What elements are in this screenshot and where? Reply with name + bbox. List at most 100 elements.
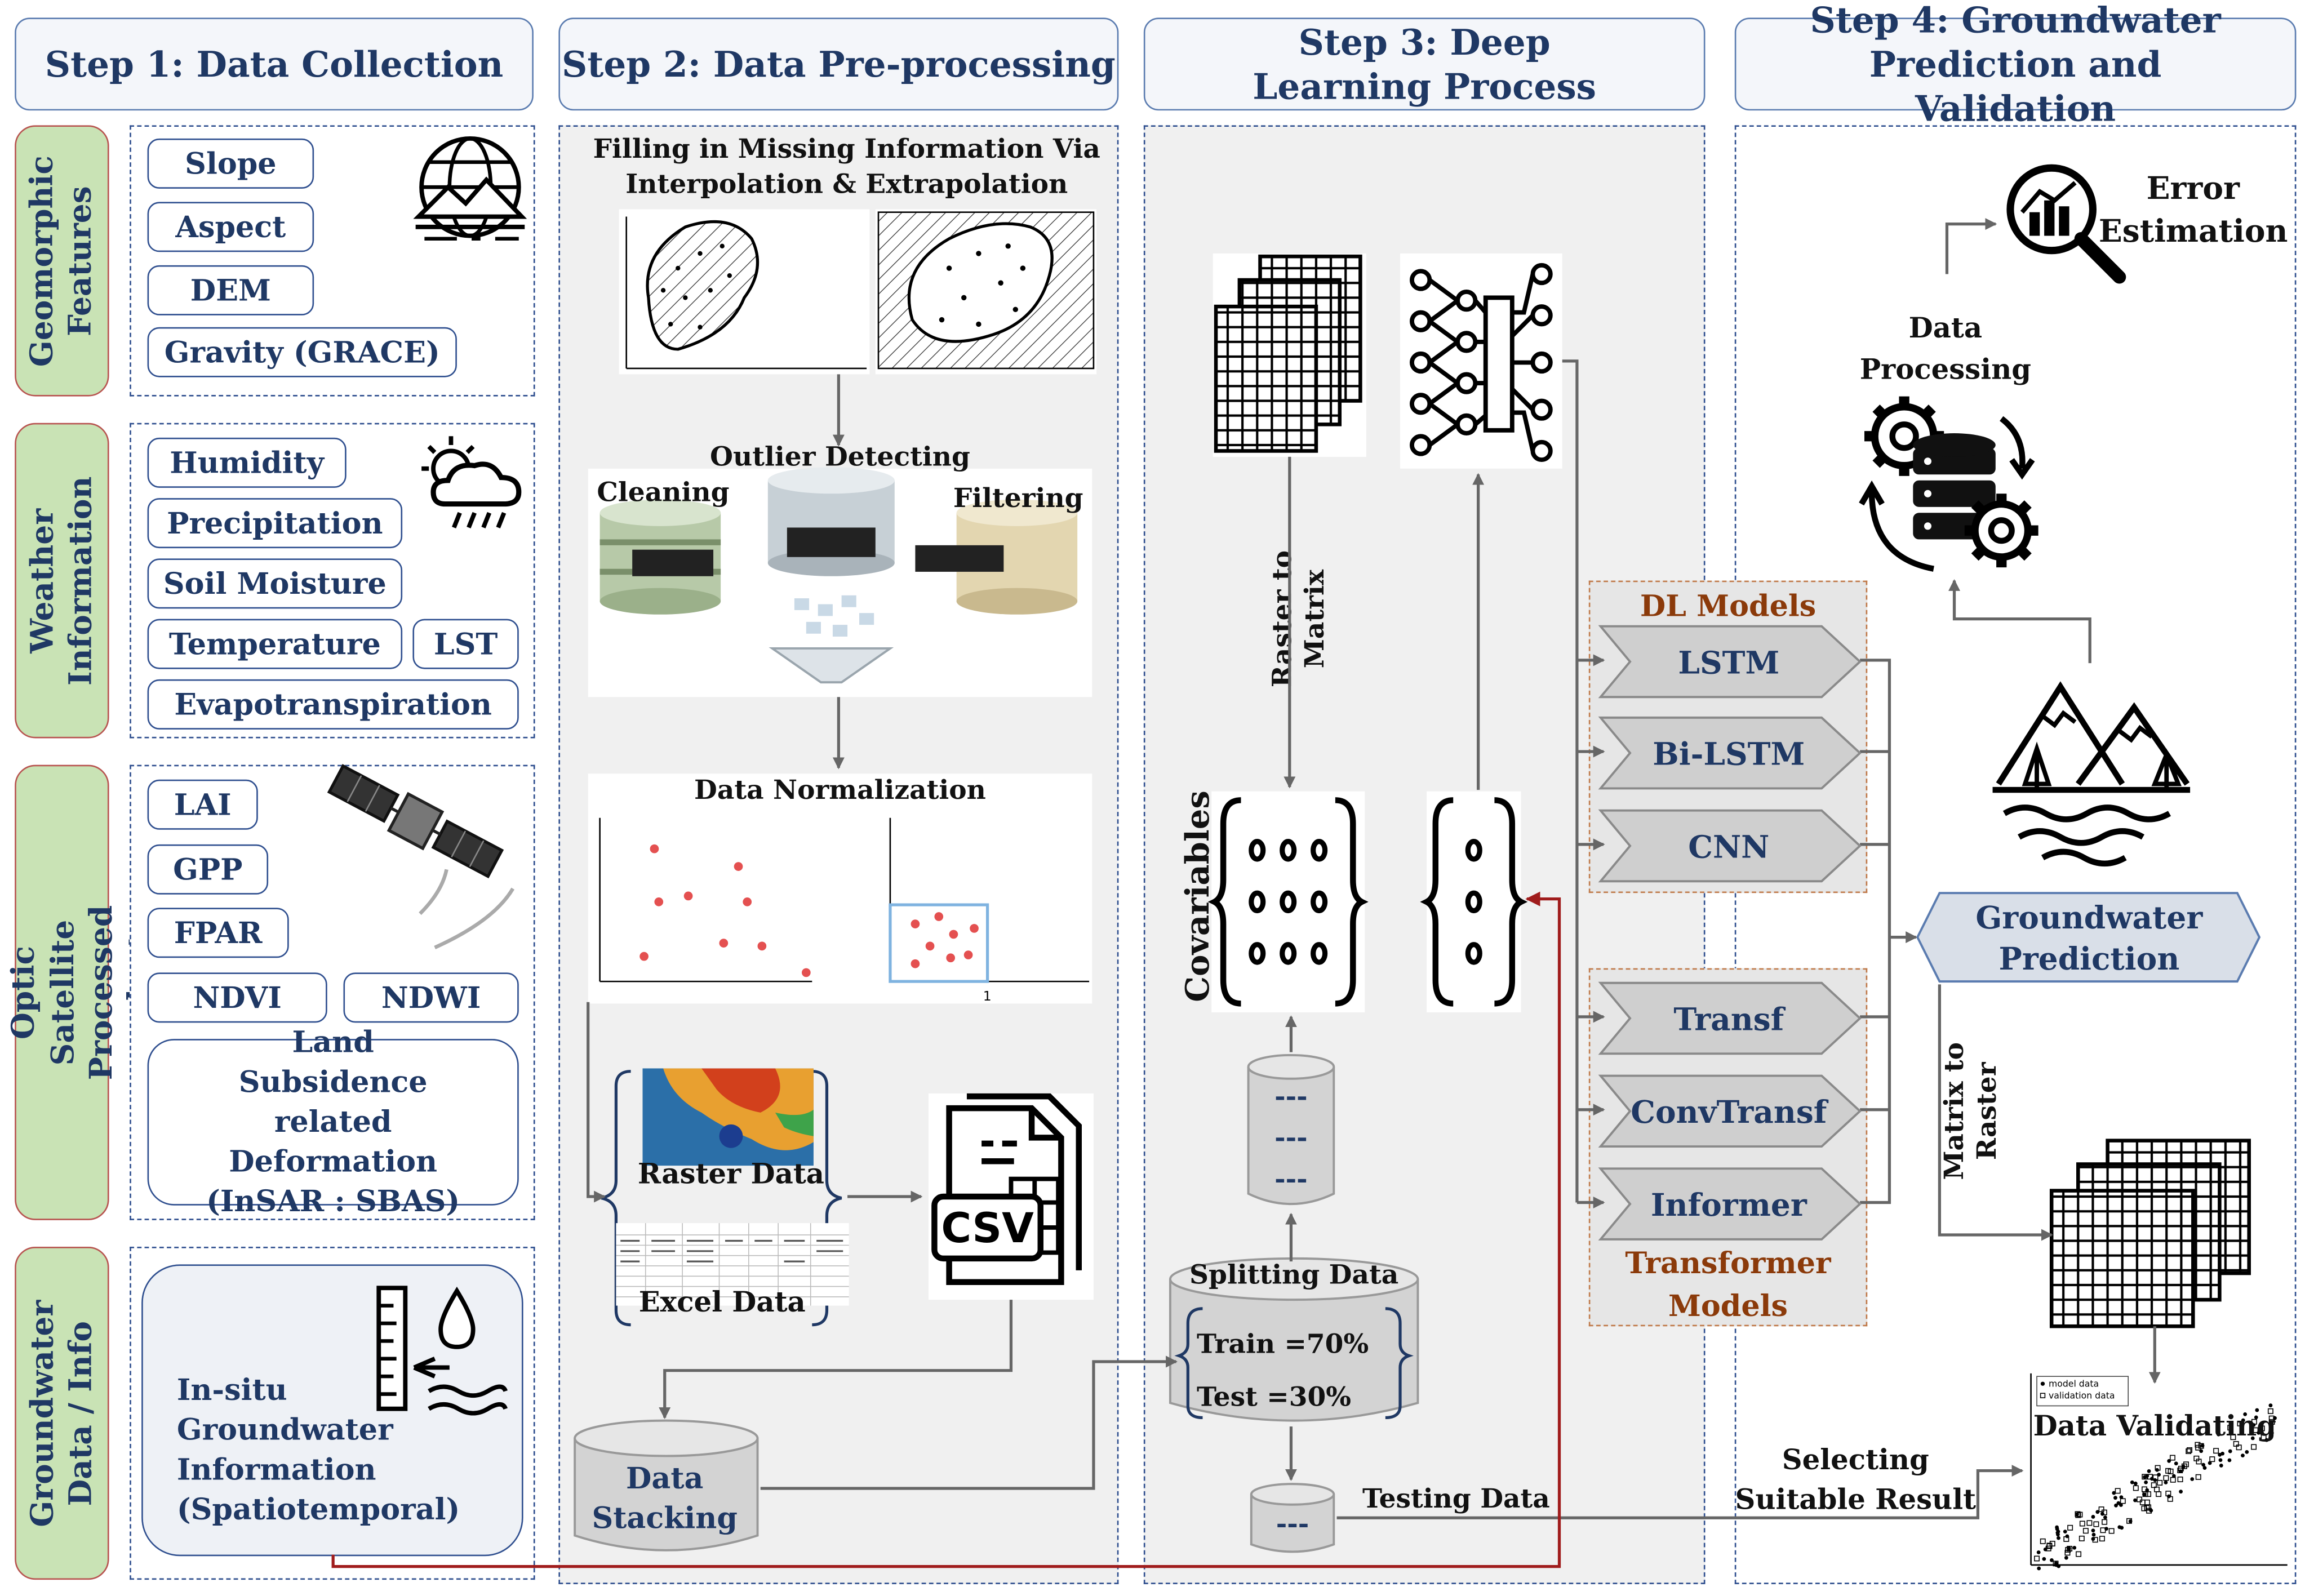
validation-data-point — [2253, 1427, 2259, 1433]
db-filtering — [915, 499, 1078, 615]
data-stacking-cylinder — [574, 1419, 759, 1551]
globe-terrain-icon — [413, 136, 527, 241]
validation-data-point — [2147, 1474, 2153, 1480]
model-data-point — [2072, 1545, 2077, 1550]
step3-title: Step 3: Deep Learning Process — [1253, 20, 1597, 107]
validation-data-point — [2046, 1542, 2053, 1549]
output-raster-grid-icon — [2049, 1139, 2251, 1328]
model-data-point — [2143, 1475, 2147, 1479]
item-subsidence-label: Land Subsidence related Deformation (InS… — [206, 1024, 460, 1219]
model-data-point — [2241, 1453, 2245, 1458]
side-geomorphic: Geomorphic Features — [15, 125, 109, 397]
validation-data-point — [2146, 1491, 2152, 1497]
validation-data-point — [2067, 1524, 2073, 1531]
item-lai: LAI — [147, 779, 258, 830]
model-data-point — [2164, 1481, 2168, 1484]
tf-models-title: Transformer Models — [1625, 1245, 1831, 1323]
model-data-point — [2112, 1491, 2116, 1495]
model-data-point — [2064, 1555, 2068, 1560]
validation-data-point — [2251, 1419, 2257, 1425]
validation-data-point — [2034, 1555, 2040, 1562]
item-fpar: FPAR — [147, 908, 289, 958]
item-lst: LST — [412, 619, 519, 669]
model-data-point — [2042, 1557, 2046, 1561]
item-evapotranspiration-label: Evapotranspiration — [174, 686, 492, 722]
validation-data-point — [2259, 1425, 2265, 1431]
model-label: Transf — [1673, 999, 1784, 1037]
model-data-point — [2043, 1547, 2048, 1551]
filtering-label: Filtering — [953, 483, 1083, 514]
item-ndwi-label: NDWI — [381, 979, 481, 1015]
validation-data-point — [2209, 1456, 2215, 1462]
model-lstm: LSTM — [1598, 623, 1863, 700]
model-data-point — [2147, 1469, 2151, 1473]
validation-data-point — [2067, 1545, 2073, 1551]
validation-data-point — [2099, 1536, 2105, 1542]
data-processing-label: Data Processing — [1859, 312, 2032, 386]
model-data-point — [2091, 1528, 2095, 1533]
validation-data-point — [2163, 1475, 2169, 1481]
validation-data-point — [2193, 1455, 2200, 1461]
excel-label: Excel Data — [638, 1286, 806, 1319]
model-data-point — [2067, 1546, 2071, 1550]
model-data-point — [2190, 1477, 2195, 1481]
model-data-point — [2120, 1526, 2124, 1530]
model-data-point — [2114, 1503, 2118, 1508]
interpolation-image — [619, 209, 870, 375]
normalization-label: Data Normalization — [694, 775, 986, 806]
outlier-label: Outlier Detecting — [710, 442, 970, 473]
step2-title: Step 2: Data Pre-processing — [561, 42, 1116, 85]
item-aspect: Aspect — [147, 202, 314, 252]
train-label: Train =70% — [1197, 1329, 1369, 1361]
neural-network-icon — [1400, 253, 1562, 469]
interpolation-plot — [625, 216, 867, 370]
step4-title: Step 4: Groundwater Prediction and Valid… — [1810, 0, 2221, 129]
model-data-point — [2091, 1515, 2095, 1519]
validation-data-point — [2195, 1442, 2201, 1448]
csv-file-icon: CSV — [928, 1093, 1094, 1300]
splitting-cylinder — [1169, 1257, 1419, 1422]
model-data-point — [2254, 1415, 2258, 1420]
step4-header: Step 4: Groundwater Prediction and Valid… — [1734, 0, 2297, 129]
validation-data-point — [2227, 1425, 2233, 1431]
item-gpp: GPP — [147, 844, 269, 895]
normalization-plots: 1 — [599, 817, 1090, 1004]
model-data-point — [2171, 1474, 2176, 1478]
testing-cylinder — [1250, 1483, 1335, 1553]
model-data-point — [2116, 1501, 2121, 1505]
validation-data-point — [2177, 1477, 2183, 1482]
data-validating-label: Data Validating — [2033, 1410, 2277, 1443]
item-temperature-label: Temperature — [168, 625, 381, 661]
model-label: Informer — [1650, 1185, 1807, 1222]
validation-data-point — [2195, 1474, 2201, 1480]
model-data-point — [2174, 1461, 2178, 1466]
model-data-point — [2179, 1490, 2183, 1494]
model-data-point — [2142, 1492, 2146, 1497]
validation-data-point — [2268, 1415, 2275, 1421]
step2-header: Step 2: Data Pre-processing — [558, 17, 1119, 111]
csv-text: CSV — [941, 1204, 1034, 1252]
step1-header: Step 1: Data Collection — [15, 17, 534, 111]
item-precipitation: Precipitation — [147, 498, 403, 549]
model-data-point — [2219, 1464, 2223, 1468]
error-estimation-label: Error Estimation — [2098, 169, 2288, 250]
mountain-lake-icon — [1992, 681, 2191, 866]
model-label: ConvTransf — [1631, 1092, 1827, 1130]
side-satellite: SAR & Optic Satellite Processed products — [0, 764, 157, 1220]
validation-data-point — [2126, 1518, 2133, 1524]
model-data-point — [2133, 1481, 2138, 1486]
item-subsidence: Land Subsidence related Deformation (InS… — [147, 1024, 519, 1219]
side-groundwater: Groundwater Data / Info — [15, 1246, 109, 1580]
model-label: LSTM — [1678, 643, 1780, 681]
model-convtransf: ConvTransf — [1598, 1073, 1863, 1149]
validation-data-point — [2120, 1498, 2126, 1504]
step3-header: Step 3: Deep Learning Process — [1143, 17, 1706, 111]
output-vector — [1420, 791, 1528, 1013]
model-data-point — [2250, 1436, 2255, 1441]
item-soil-moisture: Soil Moisture — [147, 558, 403, 609]
model-transf: Transf — [1598, 980, 1863, 1057]
item-lst-label: LST — [433, 625, 498, 661]
model-data-point — [2217, 1432, 2220, 1437]
model-bi-lstm: Bi-LSTM — [1598, 715, 1863, 792]
model-informer: Informer — [1598, 1166, 1863, 1242]
